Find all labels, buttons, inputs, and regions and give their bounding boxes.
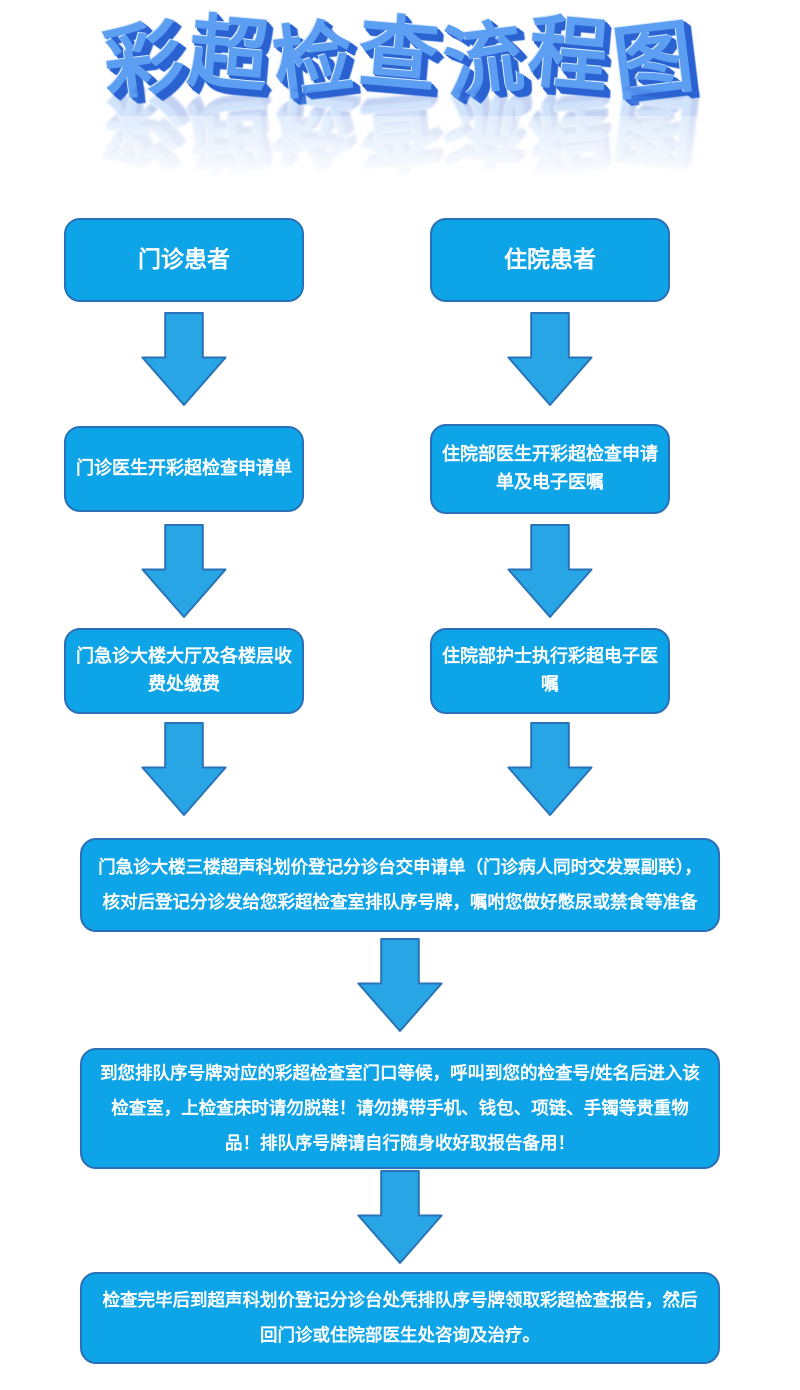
box-label: 到您排队序号牌对应的彩超检查室门口等候，呼叫到您的检查号/姓名后进入该检查室，上…: [100, 1063, 700, 1153]
box-report-collection: 检查完毕后到超声科划价登记分诊台处凭排队序号牌领取彩超检查报告，然后回门诊或住院…: [80, 1272, 720, 1364]
arrow-down-icon: [138, 312, 230, 407]
arrow-down-icon: [354, 1170, 446, 1265]
arrow-down-icon: [504, 722, 596, 817]
box-label: 住院患者: [504, 246, 596, 273]
box-label: 检查完毕后到超声科划价登记分诊台处凭排队序号牌领取彩超检查报告，然后回门诊或住院…: [102, 1290, 698, 1345]
box-inpatient-patient: 住院患者: [430, 218, 670, 302]
box-outpatient-patient: 门诊患者: [64, 218, 304, 302]
page-header: 彩超检查流程图 彩超检查流程图: [0, 6, 800, 184]
box-label: 门诊患者: [138, 246, 230, 273]
arrow-down-icon: [138, 524, 230, 619]
page-title-reflection: 彩超检查流程图: [97, 80, 703, 184]
box-payment-cashier: 门急诊大楼大厅及各楼层收费处缴费: [64, 628, 304, 714]
arrow-down-icon: [354, 938, 446, 1033]
box-waiting-exam-rules: 到您排队序号牌对应的彩超检查室门口等候，呼叫到您的检查号/姓名后进入该检查室，上…: [80, 1048, 720, 1169]
box-outpatient-doctor-order: 门诊医生开彩超检查申请单: [64, 426, 304, 512]
box-inpatient-doctor-order: 住院部医生开彩超检查申请单及电子医嘱: [430, 424, 670, 514]
arrow-down-icon: [504, 524, 596, 619]
box-label: 门急诊大楼三楼超声科划价登记分诊台交申请单（门诊病人同时交发票副联），核对后登记…: [98, 857, 702, 912]
box-nurse-execute-order: 住院部护士执行彩超电子医嘱: [430, 628, 670, 714]
box-label: 门诊医生开彩超检查申请单: [76, 458, 292, 479]
box-triage-register: 门急诊大楼三楼超声科划价登记分诊台交申请单（门诊病人同时交发票副联），核对后登记…: [80, 838, 720, 932]
box-label: 门急诊大楼大厅及各楼层收费处缴费: [76, 646, 292, 694]
box-label: 住院部医生开彩超检查申请单及电子医嘱: [442, 444, 658, 492]
arrow-down-icon: [138, 722, 230, 817]
box-label: 住院部护士执行彩超电子医嘱: [442, 646, 658, 694]
arrow-down-icon: [504, 312, 596, 407]
